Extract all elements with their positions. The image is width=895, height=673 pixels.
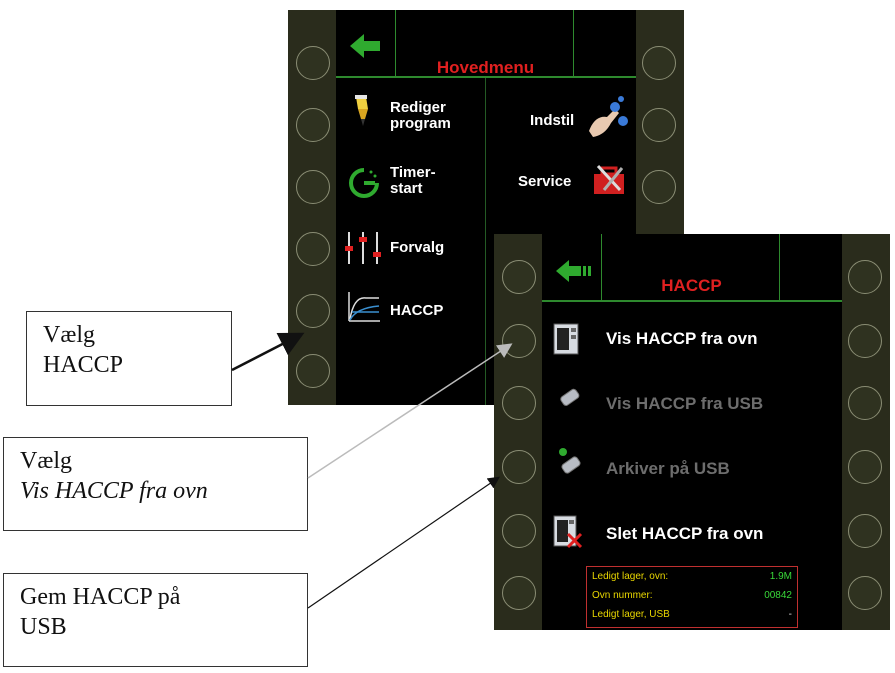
- left-softkey-5[interactable]: [502, 514, 536, 548]
- arrow-to-vis-haccp: [307, 343, 513, 479]
- left-softkey-6[interactable]: [296, 354, 330, 388]
- sliders-icon: [345, 232, 381, 264]
- arrow-to-arkiver: [307, 476, 500, 609]
- left-softkey-3[interactable]: [502, 386, 536, 420]
- menu-item-indstil[interactable]: Indstil: [530, 113, 574, 129]
- callout-line: USB: [20, 614, 67, 640]
- main-menu-screen: Hovedmenu Rediger program Timer- start F…: [288, 10, 684, 405]
- info-key: Ledigt lager, ovn:: [592, 571, 669, 582]
- header-vline-1: [601, 234, 602, 300]
- menu-item-label: Timer-: [390, 164, 436, 181]
- menu-item-label: Rediger: [390, 99, 446, 116]
- menu-item-label: Service: [518, 173, 572, 190]
- right-softkey-4[interactable]: [848, 450, 882, 484]
- right-softkey-2[interactable]: [848, 324, 882, 358]
- header-vline-2: [573, 10, 574, 76]
- menu-item-timer-start[interactable]: Timer- start: [390, 165, 436, 197]
- callout-vaelg-haccp: Vælg HACCP: [26, 311, 232, 406]
- right-bezel: [842, 234, 890, 630]
- back-arrow-icon[interactable]: [348, 32, 382, 60]
- toolbox-icon: [594, 164, 624, 194]
- callout-line: HACCP: [43, 352, 124, 378]
- left-softkey-3[interactable]: [296, 170, 330, 204]
- haccp-screen: HACCP Vis HACCP fra ovn Vis HACCP fra US…: [494, 234, 890, 630]
- settings-hand-icon: [589, 96, 628, 137]
- menu-item-forvalg[interactable]: Forvalg: [390, 240, 444, 256]
- menu-item-label: start: [390, 180, 423, 197]
- callout-gem-haccp-usb: Gem HACCP på USB: [3, 573, 308, 667]
- left-softkey-6[interactable]: [502, 576, 536, 610]
- haccp-item-slet-fra-ovn[interactable]: Slet HACCP fra ovn: [606, 524, 764, 543]
- storage-info-box: Ledigt lager, ovn: 1.9M Ovn nummer: 0084…: [586, 566, 798, 628]
- callout-line: Vis HACCP fra ovn: [20, 478, 208, 504]
- right-softkey-1[interactable]: [848, 260, 882, 294]
- header-vline-2: [779, 234, 780, 300]
- info-key: Ledigt lager, USB: [592, 609, 670, 620]
- menu-item-haccp[interactable]: HACCP: [390, 303, 443, 319]
- header-vline-1: [395, 10, 396, 76]
- column-divider: [485, 78, 486, 405]
- menu-item-rediger-program[interactable]: Rediger program: [390, 100, 451, 132]
- callout-line: Vælg: [43, 322, 96, 348]
- menu-item-label: Indstil: [530, 112, 575, 129]
- menu-item-label: Forvalg: [390, 239, 445, 256]
- haccp-title: HACCP: [661, 276, 722, 295]
- timer-icon: [349, 168, 379, 198]
- info-value: 00842: [764, 590, 792, 601]
- right-softkey-1[interactable]: [642, 46, 676, 80]
- left-softkey-4[interactable]: [296, 232, 330, 266]
- info-value: -: [788, 609, 792, 620]
- oven-delete-icon: [553, 515, 583, 549]
- header-divider: [336, 76, 636, 78]
- right-softkey-5[interactable]: [848, 514, 882, 548]
- info-key: Ovn nummer:: [592, 590, 653, 601]
- back-arrow-icon[interactable]: [554, 258, 594, 284]
- info-row-free-oven: Ledigt lager, ovn: 1.9M: [592, 571, 792, 586]
- graph-icon: [348, 292, 380, 322]
- right-softkey-2[interactable]: [642, 108, 676, 142]
- left-softkey-1[interactable]: [502, 260, 536, 294]
- menu-item-label: HACCP: [390, 302, 444, 319]
- callout-line: Gem HACCP på: [20, 584, 181, 610]
- left-softkey-4[interactable]: [502, 450, 536, 484]
- info-row-free-usb: Ledigt lager, USB -: [592, 609, 792, 624]
- left-softkey-5[interactable]: [296, 294, 330, 328]
- usb-stick-icon: [560, 388, 580, 406]
- left-bezel: [494, 234, 542, 630]
- menu-item-label: program: [390, 115, 451, 132]
- callout-line: Vælg: [20, 448, 73, 474]
- right-softkey-3[interactable]: [642, 170, 676, 204]
- haccp-item-vis-fra-ovn[interactable]: Vis HACCP fra ovn: [606, 329, 758, 348]
- pencil-icon: [355, 95, 368, 126]
- left-softkey-2[interactable]: [296, 108, 330, 142]
- callout-vaelg-vis-haccp: Vælg Vis HACCP fra ovn: [3, 437, 308, 531]
- arrow-to-haccp: [231, 332, 305, 372]
- main-menu-title: Hovedmenu: [436, 58, 535, 77]
- usb-archive-icon: [559, 448, 581, 474]
- right-softkey-3[interactable]: [848, 386, 882, 420]
- haccp-item-arkiver-paa-usb[interactable]: Arkiver på USB: [606, 459, 730, 478]
- info-row-oven-number: Ovn nummer: 00842: [592, 590, 792, 605]
- oven-icon: [553, 323, 579, 355]
- info-value: 1.9M: [769, 571, 792, 582]
- left-softkey-1[interactable]: [296, 46, 330, 80]
- menu-item-service[interactable]: Service: [518, 174, 571, 190]
- haccp-item-vis-fra-usb[interactable]: Vis HACCP fra USB: [606, 394, 764, 413]
- header-divider: [542, 300, 842, 302]
- right-softkey-6[interactable]: [848, 576, 882, 610]
